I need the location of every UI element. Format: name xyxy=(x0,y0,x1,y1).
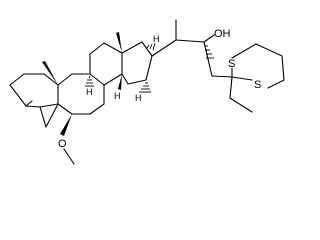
side-chain xyxy=(151,19,233,78)
hydroxyl-label: OH xyxy=(214,28,231,40)
ring-a xyxy=(9,73,59,108)
methoxy-group xyxy=(60,114,75,165)
c13-methyl-wedge xyxy=(116,32,122,53)
c8-h-wedge xyxy=(118,74,122,90)
ethyl-group xyxy=(229,76,253,113)
ring-b xyxy=(57,73,105,115)
cyclopropane-ring xyxy=(25,100,59,128)
dithiane-ring xyxy=(231,43,285,89)
h-c17-label: H xyxy=(153,34,160,44)
h-c8-label: H xyxy=(114,91,121,101)
methoxy-oxygen-label: O xyxy=(58,138,67,150)
h-c9-label: H xyxy=(86,87,93,97)
steroid-structure-diagram: OH S S O H H H H xyxy=(9,19,285,165)
c6-methoxy-wedge xyxy=(60,114,72,136)
ring-c xyxy=(89,42,123,86)
sulfur-upper-label: S xyxy=(228,58,235,70)
c10-methyl-wedge xyxy=(42,61,58,85)
h-c14-label: H xyxy=(135,93,142,103)
methyl-groups xyxy=(42,32,122,85)
sulfur-lower-label: S xyxy=(254,79,261,91)
ring-d xyxy=(121,41,153,85)
ring-junction-hydrogens xyxy=(85,42,156,93)
